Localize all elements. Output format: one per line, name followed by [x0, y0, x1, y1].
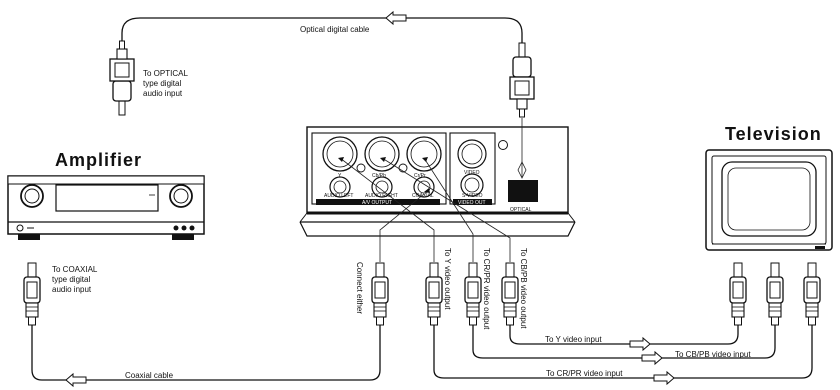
optical-plug-right-icon — [509, 42, 535, 118]
optical-direction-arrow-icon — [385, 11, 407, 25]
coaxial-cable: Coaxial cable To COAXIAL type digital au… — [23, 262, 389, 387]
coaxial-plug-player-icon — [371, 262, 389, 326]
jack-cb-pb: Cb/Pb — [364, 136, 400, 179]
cr-input-label: To CR/PR video input — [546, 369, 623, 378]
y-output-label: To Y video output — [443, 248, 452, 310]
svg-text:Cb/Pb: Cb/Pb — [372, 173, 386, 179]
coaxial-direction-arrow-icon — [65, 373, 87, 387]
to-coaxial-line3: audio input — [52, 285, 92, 294]
svg-text:COAXIAL: COAXIAL — [412, 193, 434, 199]
to-optical-line1: To OPTICAL — [143, 69, 188, 78]
svg-text:AUDIO LEFT: AUDIO LEFT — [324, 193, 353, 199]
y-plug-player-icon — [425, 262, 443, 326]
svg-text:AUDIO RIGHT: AUDIO RIGHT — [365, 193, 398, 199]
svg-text:Y: Y — [338, 173, 342, 179]
cr-plug-tv-icon — [803, 262, 821, 326]
svg-text:S-VIDEO: S-VIDEO — [462, 193, 483, 199]
y-direction-arrow-icon — [629, 337, 651, 351]
to-optical-line3: audio input — [143, 89, 183, 98]
cr-output-label: To CR/PR video output — [482, 248, 491, 330]
jack-audio-left: AUDIO LEFT — [324, 176, 353, 199]
cr-direction-arrow-icon — [653, 371, 675, 385]
cb-direction-arrow-icon — [641, 351, 663, 365]
jack-s-video: S-VIDEO — [460, 173, 484, 199]
amplifier-device: Amplifier — [7, 150, 205, 240]
coaxial-plug-amp-icon — [23, 262, 41, 326]
y-plug-tv-icon — [729, 262, 747, 326]
cb-input-label: To CB/PB video input — [675, 350, 751, 359]
to-coaxial-line1: To COAXIAL — [52, 265, 98, 274]
cb-plug-player-icon — [501, 262, 519, 326]
optical-cable-label: Optical digital cable — [300, 25, 370, 34]
y-input-label: To Y video input — [545, 335, 602, 344]
jack-video: VIDEO — [457, 139, 487, 176]
coaxial-cable-label: Coaxial cable — [125, 371, 174, 380]
to-optical-line2: type digital — [143, 79, 181, 88]
television-title: Television — [725, 124, 822, 144]
amplifier-title: Amplifier — [55, 150, 142, 170]
video-out-label: VIDEO OUT — [458, 200, 486, 206]
av-output-label: A/V OUTPUT — [362, 200, 392, 206]
jack-optical: OPTICAL — [508, 180, 538, 213]
optical-plug-left-icon — [109, 40, 135, 116]
component-video-cables: To Y video input To CB/PB video input To… — [425, 248, 821, 385]
to-coaxial-line2: type digital — [52, 275, 90, 284]
television-device: Television — [705, 124, 833, 251]
jack-audio-right: AUDIO RIGHT — [365, 176, 398, 199]
player-rear-panel: A/V OUTPUT VIDEO OUT Y Cb/Pb Cr/Pr AUDIO… — [299, 118, 576, 262]
cb-output-label: To CB/PB video output — [519, 248, 528, 329]
svg-text:Cr/Pr: Cr/Pr — [414, 173, 426, 179]
jack-y: Y — [322, 136, 358, 179]
cr-plug-player-icon — [464, 262, 482, 326]
svg-text:OPTICAL: OPTICAL — [510, 207, 532, 213]
connect-either-label: Connect either — [355, 262, 364, 314]
jack-cr-pr: Cr/Pr — [406, 136, 442, 179]
svg-text:VIDEO: VIDEO — [464, 170, 480, 176]
optical-cable: Optical digital cable To OPTICAL type di… — [109, 11, 535, 118]
cb-plug-tv-icon — [766, 262, 784, 326]
